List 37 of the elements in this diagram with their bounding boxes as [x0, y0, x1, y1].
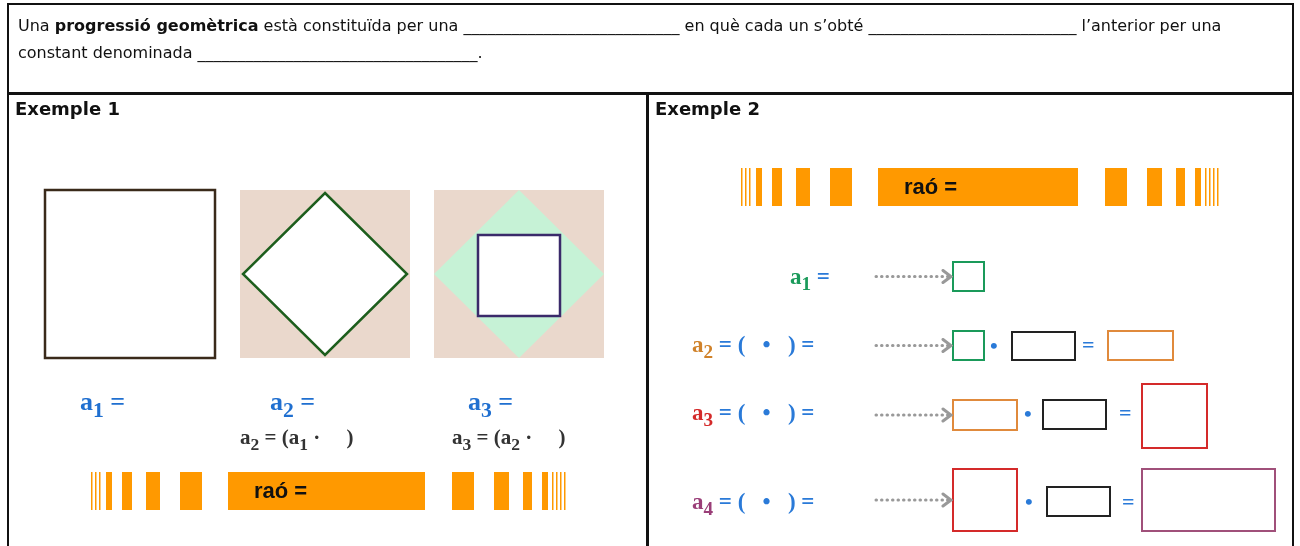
operator-sign: =	[1119, 400, 1132, 426]
answer-box	[952, 261, 985, 292]
formula-text: a$_{2}$ = ( • ) =	[692, 331, 876, 359]
formula-text: a$_{3}$ = ( • ) =	[692, 399, 876, 427]
answer-box	[1107, 330, 1174, 361]
ratio-band: raó =	[878, 168, 1078, 206]
term-label: a$_{2}$ =	[270, 387, 316, 423]
operator-sign: •	[1025, 489, 1033, 515]
ratio-band: raó =	[228, 472, 425, 510]
operator-sign: •	[990, 333, 998, 359]
table-cell	[7, 3, 1294, 94]
answer-box	[1046, 486, 1111, 517]
dotted-arrow	[874, 338, 954, 353]
table-cell	[647, 93, 1294, 546]
operator-sign: =	[1082, 332, 1095, 358]
dotted-arrow	[874, 407, 954, 423]
answer-box	[1042, 399, 1107, 430]
dotted-arrow	[874, 269, 954, 284]
term-label: a$_{1}$ =	[80, 387, 126, 423]
answer-box	[1141, 468, 1276, 532]
operator-sign: •	[1024, 401, 1032, 427]
example-heading: Exemple 1	[15, 98, 120, 119]
answer-box	[952, 399, 1018, 431]
formula-text: a$_{2}$ = (a$_{1}$ · )	[240, 425, 354, 455]
formula-text: a$_{3}$ = (a$_{2}$ · )	[452, 425, 566, 455]
example-heading: Exemple 2	[655, 98, 760, 119]
formula-text: a$_{4}$ = ( • ) =	[692, 488, 876, 516]
answer-box	[1141, 383, 1208, 449]
operator-sign: =	[1122, 489, 1135, 515]
answer-box	[1011, 331, 1076, 361]
dotted-arrow	[874, 492, 954, 508]
answer-box	[952, 468, 1018, 532]
answer-box	[952, 330, 985, 361]
term-label: a$_{3}$ =	[468, 387, 514, 423]
table-cell	[7, 93, 648, 546]
question-text: Una progressió geomètrica està constituïda per una ___________________________ en què cada un s’obté __________________________ l’anterior per una constant denominada ___________________________________.	[18, 15, 1223, 65]
formula-text: a$_{1}$ =	[790, 263, 876, 291]
